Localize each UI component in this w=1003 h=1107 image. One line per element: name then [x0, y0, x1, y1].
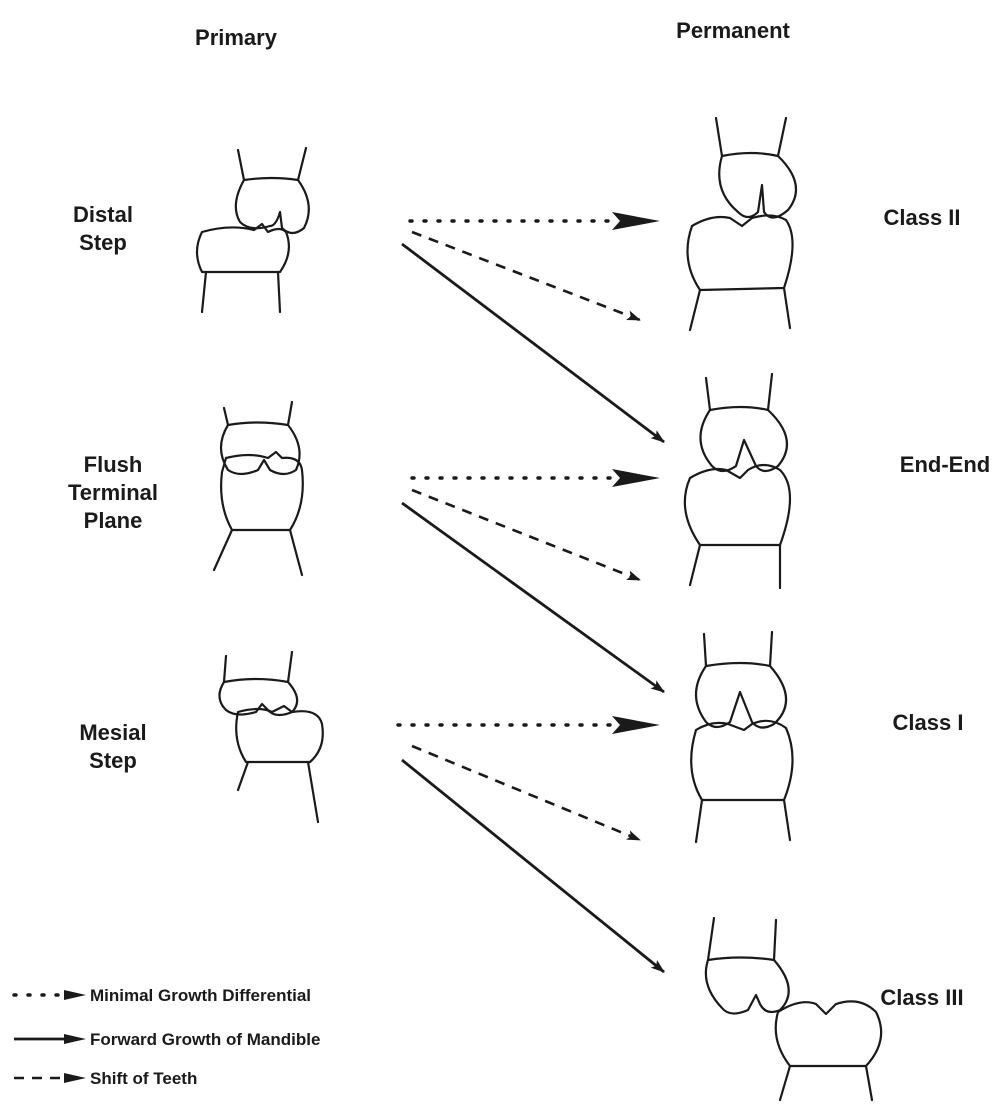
- permanent-molars-end-end: [685, 374, 790, 588]
- permanent-molars-class-i: [691, 632, 792, 842]
- primary-header: Primary: [195, 25, 278, 50]
- permanent-header: Permanent: [676, 18, 790, 43]
- primary-molars-distal-step: [197, 148, 309, 312]
- arrow-distal-to-end-end-solid: [402, 244, 664, 442]
- class-iii-label: Class III: [880, 985, 963, 1010]
- class-ii-label: Class II: [883, 205, 960, 230]
- primary-molars-mesial-step: [219, 652, 322, 822]
- legend-dotted: Minimal Growth Differential: [14, 986, 311, 1005]
- stage-mesial-step-line1: Mesial: [79, 720, 146, 745]
- stage-mesial-step-line2: Step: [89, 748, 137, 773]
- class-i-label: Class I: [893, 710, 964, 735]
- permanent-molars-class-ii: [688, 118, 797, 330]
- stage-distal-step-line2: Step: [79, 230, 127, 255]
- end-end-label: End-End: [900, 452, 990, 477]
- legend-solid: Forward Growth of Mandible: [14, 1030, 320, 1049]
- primary-molars-flush-terminal-plane: [214, 402, 303, 575]
- legend-dashed-label: Shift of Teeth: [90, 1069, 197, 1088]
- arrow-mesial-to-class-iii-solid: [402, 760, 664, 972]
- permanent-molars-class-iii: [706, 918, 881, 1100]
- stage-flush-terminal-plane-line1: Flush: [84, 452, 143, 477]
- arrows: [398, 212, 664, 972]
- stage-distal-step-line1: Distal: [73, 202, 133, 227]
- legend: Minimal Growth Differential Forward Grow…: [14, 986, 320, 1088]
- stage-flush-terminal-plane-line3: Plane: [84, 508, 143, 533]
- arrow-flush-to-class-i-solid: [402, 503, 664, 692]
- stage-flush-terminal-plane-line2: Terminal: [68, 480, 158, 505]
- legend-dashed: Shift of Teeth: [14, 1069, 197, 1088]
- legend-solid-label: Forward Growth of Mandible: [90, 1030, 320, 1049]
- arrow-mesial-to-class-iii-dashed: [412, 746, 640, 840]
- legend-dotted-label: Minimal Growth Differential: [90, 986, 311, 1005]
